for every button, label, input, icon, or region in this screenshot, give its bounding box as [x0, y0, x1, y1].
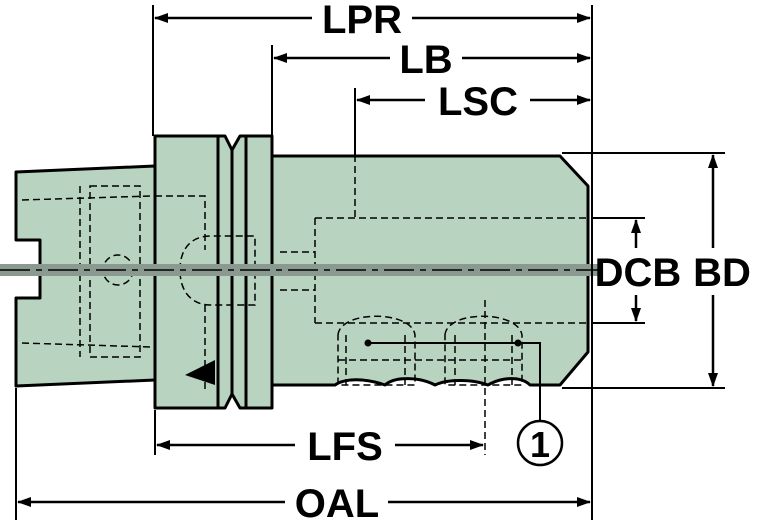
- label-oal: OAL: [295, 482, 379, 523]
- callout-circle: [516, 419, 564, 467]
- label-bd: BD: [693, 251, 751, 295]
- dimension-lines: [17, 13, 718, 507]
- callout-leader: [368, 342, 541, 420]
- label-dcb: DCB: [595, 251, 682, 295]
- dimension-labels: LPR LB LSC DCB BD LFS OAL: [295, 0, 751, 523]
- label-lfs: LFS: [307, 425, 383, 469]
- hidden-lines: [21, 100, 588, 455]
- extension-lines: [15, 5, 725, 520]
- wedge-mark: [185, 360, 215, 385]
- label-lsc: LSC: [438, 80, 518, 124]
- label-lpr: LPR: [322, 0, 402, 42]
- callout-label: 1: [530, 424, 550, 465]
- label-lb: LB: [399, 38, 452, 82]
